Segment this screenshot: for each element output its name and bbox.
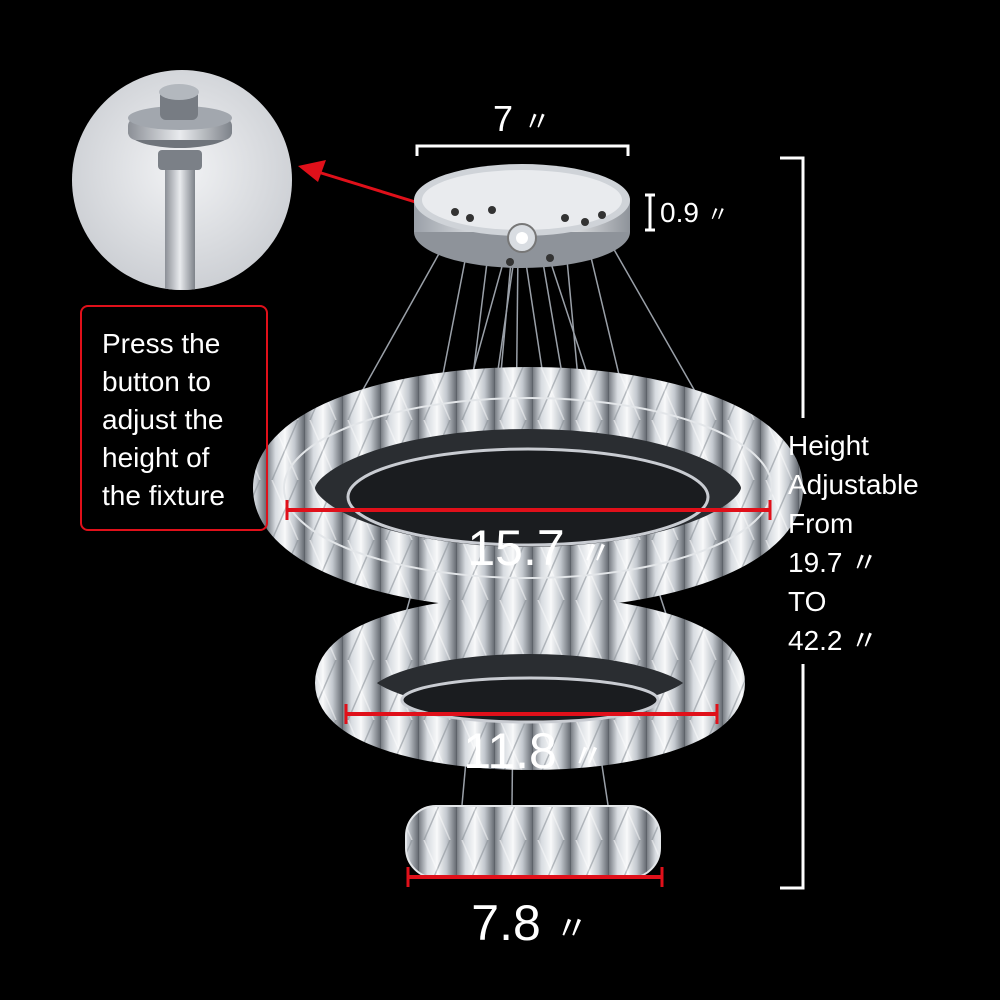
inch-mark: 〃 [579, 535, 613, 573]
height-line: Height [788, 430, 869, 461]
height-adjustable-label: Height Adjustable From 19.7 〃 TO 42.2 〃 [788, 426, 919, 660]
note-line: button to [102, 366, 211, 397]
crystal-ring-large [253, 367, 803, 609]
canopy-height-dimension: 0.9 〃 [645, 193, 729, 232]
height-bracket [780, 156, 805, 890]
height-line: From [788, 508, 854, 539]
ring-small-value: 7.8 [471, 895, 541, 951]
height-line: TO [788, 586, 827, 617]
ring-medium-label: 11.8 〃 [463, 723, 605, 779]
svg-text:0.9 〃: 0.9 〃 [660, 197, 729, 228]
canopy-height-value: 0.9 [660, 197, 699, 228]
ring-medium-value: 11.8 [463, 723, 557, 779]
ceiling-canopy [414, 164, 630, 268]
crystal-ring-small [405, 805, 661, 879]
inch-mark: 〃 [571, 738, 605, 776]
svg-text:7 〃: 7 〃 [493, 98, 551, 139]
note-line: the fixture [102, 480, 225, 511]
height-line: 42.2 〃 [788, 625, 879, 656]
ring-large-value: 15.7 [467, 520, 564, 576]
inch-mark: 〃 [707, 202, 729, 227]
canopy-width-value: 7 [493, 98, 513, 139]
ring-large-label: 15.7 〃 [467, 520, 612, 576]
note-line: Press the [102, 328, 221, 359]
height-line: Adjustable [788, 469, 919, 500]
adjust-height-note: Press the button to adjust the height of… [80, 305, 268, 531]
inch-mark: 〃 [523, 106, 551, 137]
button-closeup-icon [72, 70, 292, 290]
note-line: adjust the [102, 404, 224, 435]
note-line: height of [102, 442, 210, 473]
height-line: 19.7 〃 [788, 547, 879, 578]
inch-mark: 〃 [555, 910, 589, 948]
ring-small-label: 7.8 〃 [471, 895, 588, 951]
canopy-width-dimension: 7 〃 [415, 98, 630, 156]
